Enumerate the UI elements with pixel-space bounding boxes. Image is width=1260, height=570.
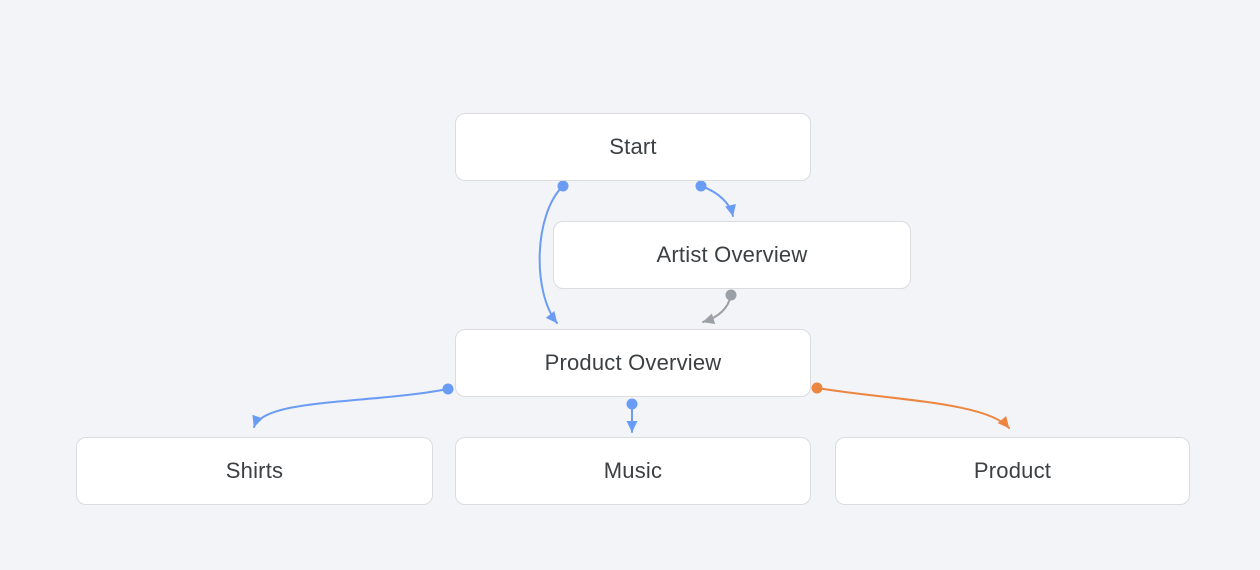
- node-label-shirts: Shirts: [225, 458, 284, 483]
- edge-product-overview-to-shirts: [252, 388, 449, 428]
- node-label-start: Start: [609, 134, 657, 159]
- edge-source-dot-product-overview-to-product: [811, 382, 823, 394]
- node-label-product-overview: Product Overview: [544, 350, 722, 375]
- edge-artist-overview-to-product-overview: [702, 294, 732, 325]
- edge-product-overview-to-product: [816, 387, 1010, 429]
- node-artist-overview[interactable]: Artist Overview: [553, 221, 911, 289]
- node-label-artist-overview: Artist Overview: [656, 242, 808, 267]
- node-label-product: Product: [973, 458, 1052, 483]
- node-product-overview[interactable]: Product Overview: [455, 329, 811, 397]
- edge-source-dot-product-overview-to-shirts: [442, 383, 454, 395]
- edge-source-dot-start-to-artist-overview: [695, 180, 707, 192]
- edge-start-to-artist-overview: [700, 185, 736, 217]
- node-music[interactable]: Music: [455, 437, 811, 505]
- node-shirts[interactable]: Shirts: [76, 437, 433, 505]
- edge-source-dot-start-to-product-overview: [557, 180, 569, 192]
- node-start[interactable]: Start: [455, 113, 811, 181]
- edge-source-dot-artist-overview-to-product-overview: [725, 289, 737, 301]
- node-product[interactable]: Product: [835, 437, 1190, 505]
- edge-source-dot-product-overview-to-music: [626, 398, 638, 410]
- node-label-music: Music: [603, 458, 663, 483]
